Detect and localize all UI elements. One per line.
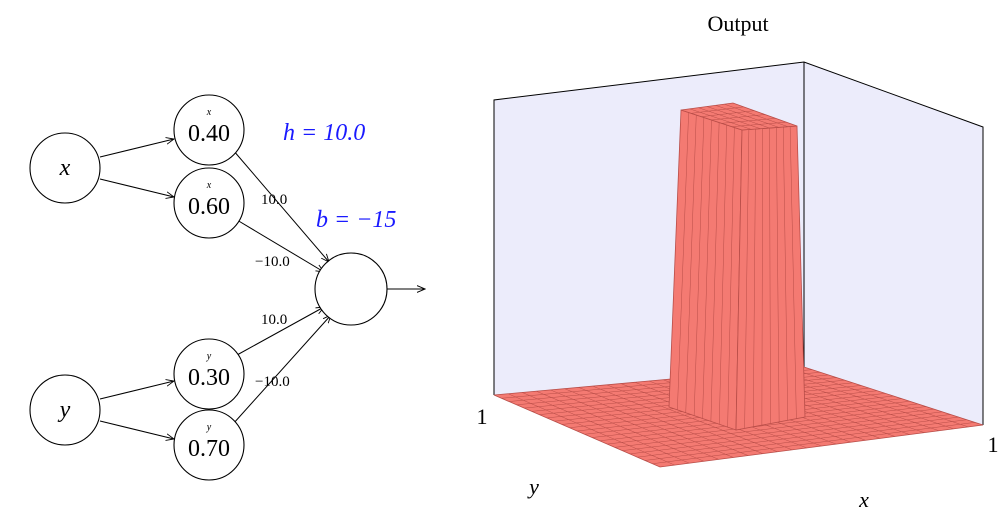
edge-x-to-hidden-2	[99, 178, 174, 197]
hidden-node-2: x 0.60	[173, 167, 245, 239]
h-annotation: h = 10.0	[283, 120, 365, 146]
weight-label: 10.0	[261, 192, 287, 208]
hidden-node-superscript: x	[206, 107, 212, 118]
edge-x-to-hidden-1	[99, 139, 174, 158]
hidden-node-value: 0.40	[188, 121, 230, 147]
hidden-node-superscript: y	[206, 351, 212, 362]
weight-label: −10.0	[255, 254, 290, 270]
back-wall-right	[804, 62, 983, 425]
network-edges	[99, 139, 425, 439]
hidden-node-superscript: y	[206, 422, 212, 433]
y-axis-tick: 1	[477, 404, 488, 429]
output-node	[314, 252, 388, 326]
network-diagram: x y x 0.40 x 0.60 y 0.30 y 0.70	[29, 94, 425, 481]
peak-grid-line	[702, 119, 712, 419]
peak-grid-line	[789, 126, 797, 419]
peak-grid-line	[761, 128, 763, 426]
floor-grid-line	[622, 411, 943, 451]
input-node-label: x	[59, 155, 71, 181]
hidden-node-superscript: x	[206, 180, 212, 191]
peak-grid-line	[783, 126, 788, 421]
peak-grid-line	[776, 127, 780, 422]
plot-title: Output	[707, 11, 768, 36]
input-node-y: y	[29, 374, 101, 446]
surface-peak	[668, 102, 806, 431]
peak-grid-line	[731, 121, 787, 127]
peak-grid-line	[744, 129, 750, 429]
floor-grid-line	[607, 406, 927, 445]
weight-label: −10.0	[255, 374, 290, 390]
hidden-node-1: x 0.40	[173, 94, 245, 166]
peak-grid-line	[769, 127, 771, 424]
peak-grid-line	[677, 112, 689, 410]
input-node-x: x	[29, 132, 101, 204]
b-annotation: b = −15	[316, 207, 396, 233]
hidden-node-3: y 0.30	[173, 338, 245, 410]
hidden-node-value: 0.30	[188, 365, 230, 391]
floor-grid-line	[775, 369, 954, 430]
edge-hidden-2-to-output	[236, 219, 324, 272]
peak-grid-line	[727, 127, 735, 428]
edge-y-to-hidden-3	[99, 381, 174, 400]
edge-hidden-1-to-output	[232, 149, 329, 262]
peak-grid-line	[710, 122, 720, 422]
floor-grid-line	[789, 368, 969, 428]
input-node-label: y	[58, 397, 71, 423]
x-axis-tick: 1	[988, 432, 999, 457]
edge-hidden-4-to-output	[232, 315, 331, 425]
edge-y-to-hidden-4	[99, 420, 174, 439]
weight-label: 10.0	[261, 312, 287, 328]
hidden-node-4: y 0.70	[173, 409, 245, 481]
surface-plot: Output 1 1 y x	[477, 11, 999, 512]
hidden-node-value: 0.70	[188, 436, 230, 462]
y-axis-label: y	[527, 474, 539, 499]
peak-grid-line	[685, 114, 697, 413]
peak-grid-line	[693, 117, 705, 416]
floor-grid-line	[629, 414, 951, 455]
peak-grid-line	[719, 124, 727, 425]
peak-grid-line	[753, 128, 756, 427]
floor-grid-line	[614, 408, 935, 448]
surface-peak-mesh	[677, 103, 797, 429]
edge-hidden-3-to-output	[236, 307, 324, 356]
floor-grid-line	[644, 419, 967, 461]
floor-grid-line	[637, 416, 959, 458]
floor-grid-line	[652, 422, 975, 464]
x-axis-label: x	[858, 487, 869, 512]
hidden-node-value: 0.60	[188, 194, 230, 220]
